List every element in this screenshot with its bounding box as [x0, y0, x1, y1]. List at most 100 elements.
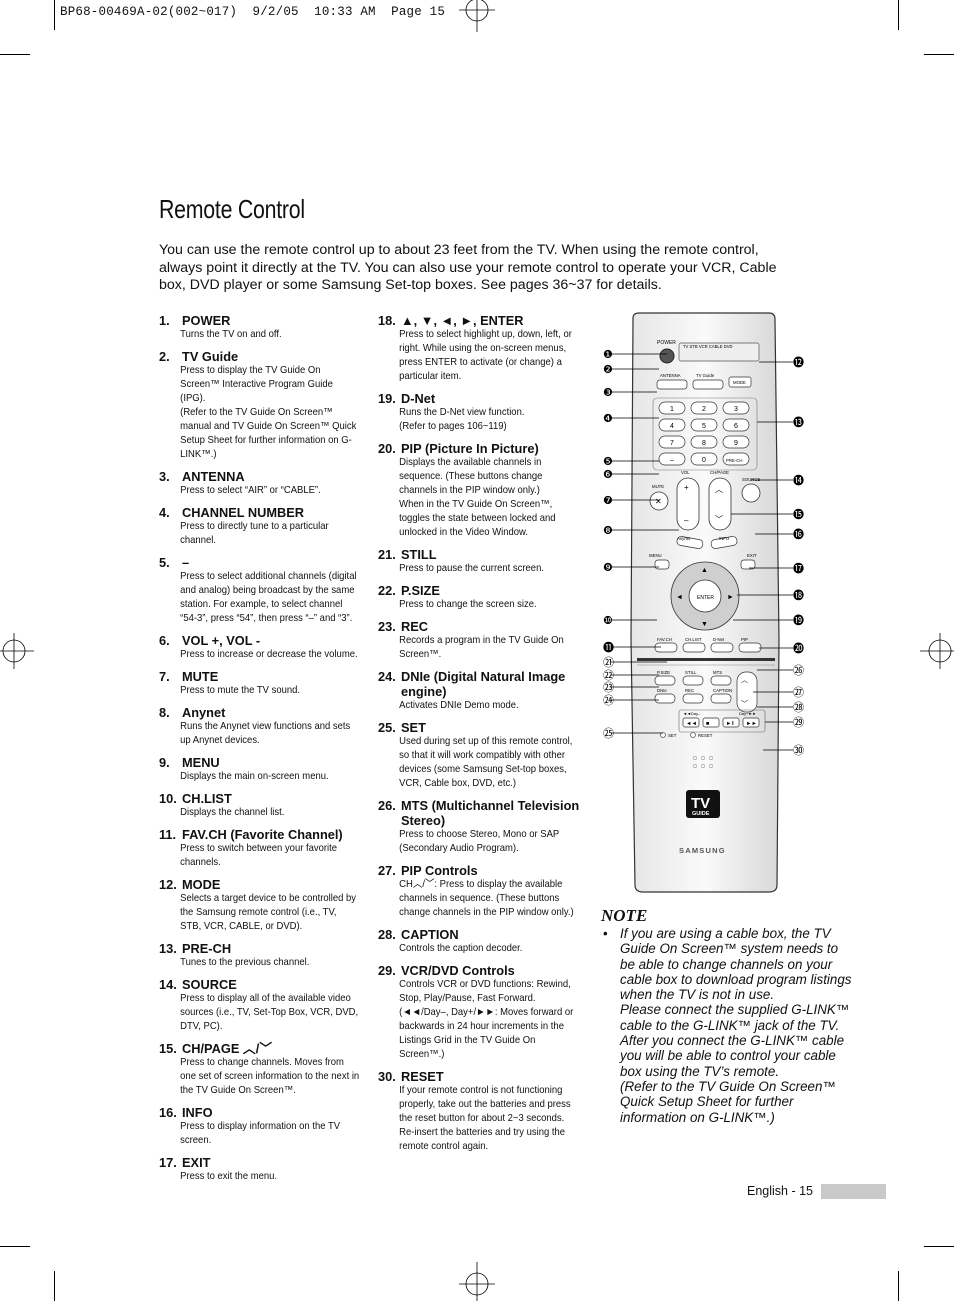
dnie-label: DNIe	[657, 688, 667, 693]
callout-number: ㉒	[603, 669, 614, 682]
item-description: Turns the TV on and off.	[180, 329, 282, 340]
item-title-text: MTS (Multichannel Television Stereo)	[401, 798, 580, 828]
callout-number: ⓲	[793, 589, 804, 602]
item-number: 1.	[159, 313, 170, 328]
item-number: 9.	[159, 755, 170, 770]
item-description: Used during set up of this remote contro…	[399, 736, 573, 789]
transport-icon: ►►	[746, 721, 757, 727]
item-description: CH︿/﹀: Press to display the available ch…	[399, 879, 574, 918]
item-number: 17.	[159, 1155, 177, 1170]
item-number: 29.	[378, 963, 396, 978]
crop-mark	[54, 1271, 55, 1301]
callout-number: ㉙	[793, 716, 804, 729]
item-number: 26.	[378, 798, 396, 813]
item-title-text: FAV.CH (Favorite Channel)	[182, 827, 343, 842]
tvguide-logo	[686, 790, 720, 818]
item-title: 25.SET	[378, 720, 588, 735]
keypad-key-label: 8	[702, 440, 706, 447]
mute-button	[649, 491, 669, 511]
item-description: Activates DNIe Demo mode.	[399, 700, 519, 711]
intro-paragraph: You can use the remote control up to abo…	[159, 242, 777, 294]
callout-number: ⓰	[793, 528, 804, 541]
chlist-button	[682, 642, 706, 653]
caption-button	[710, 693, 732, 704]
keypad-key	[658, 452, 686, 466]
item-title-text: Anynet	[182, 705, 226, 720]
brand-logo: SAMSUNG	[679, 846, 726, 855]
item-number: 10.	[159, 791, 177, 806]
svg-text:▼: ▼	[701, 621, 708, 628]
item-title-text: CH.LIST	[182, 791, 232, 806]
callout-number: ❹	[603, 413, 613, 425]
still-button	[682, 675, 704, 686]
footer-bar	[821, 1184, 886, 1199]
item-title-text: D-Net	[401, 391, 436, 406]
item-number: 19.	[378, 391, 396, 406]
crop-mark	[898, 1271, 899, 1301]
rec-button	[682, 693, 704, 704]
item-title-text: ▲, ▼, ◄, ►, ENTER	[401, 313, 524, 328]
callout-number: ㉔	[603, 694, 614, 707]
item-title: 28. CAPTION	[378, 927, 588, 942]
item-title: 12.MODE	[159, 877, 369, 892]
crop-mark	[924, 54, 954, 55]
keypad-key-label: 2	[702, 406, 706, 413]
callout-number: ⓱	[793, 562, 804, 575]
set-button	[660, 732, 666, 738]
item-title-text: TV Guide	[182, 349, 239, 364]
keypad-key-label: 0	[702, 457, 706, 464]
keypad-key	[722, 401, 750, 415]
item-number: 2.	[159, 349, 170, 364]
item-description: Displays the available channels in seque…	[399, 457, 556, 538]
item-number: 28.	[378, 927, 396, 942]
list-item: 15.CH/PAGE ︿/﹀Press to change channels. …	[159, 1041, 369, 1098]
item-number: 30.	[378, 1069, 396, 1084]
item-title: 22.P.SIZE	[378, 583, 588, 598]
item-number: 4.	[159, 505, 170, 520]
callout-number: ❼	[603, 495, 613, 507]
item-title: 18.▲, ▼, ◄, ►, ENTER	[378, 313, 588, 328]
item-title-text: PIP Controls	[401, 863, 478, 878]
psize-label: P.SIZE	[657, 670, 670, 675]
registration-mark-right	[920, 633, 954, 669]
list-item: 5.–Press to select additional channels (…	[159, 555, 369, 626]
item-number: 23.	[378, 619, 396, 634]
source-label: SOURCE	[742, 477, 761, 482]
transport-panel	[678, 709, 766, 733]
item-description: Press to directly tune to a particular c…	[180, 521, 329, 546]
item-title: 15.CH/PAGE ︿/﹀	[159, 1041, 369, 1056]
dnie-button	[654, 693, 676, 704]
crop-mark	[54, 0, 55, 30]
crop-mark	[0, 1246, 30, 1247]
vol-label: VOL	[681, 470, 690, 475]
item-description: Press to change the screen size.	[399, 599, 537, 610]
transport-button	[702, 717, 720, 728]
item-title: 26. MTS (Multichannel Television Stereo)	[378, 798, 588, 828]
day-plus-label: Day+►►	[739, 711, 756, 716]
mts-label: MTS	[713, 670, 722, 675]
item-title: 9.MENU	[159, 755, 369, 770]
item-description: Press to display the TV Guide On Screen™…	[180, 365, 357, 460]
item-title: 19. D-Net	[378, 391, 588, 406]
callout-number: ⓯	[793, 508, 804, 521]
item-description: Press to select “AIR” or “CABLE”.	[180, 485, 321, 496]
pip-label: PIP	[741, 637, 748, 642]
keypad-key	[722, 418, 750, 432]
keypad-key-label: 7	[670, 440, 674, 447]
item-description: Tunes to the previous channel.	[180, 957, 310, 968]
callout-number: ㉘	[793, 701, 804, 714]
registration-mark-top	[459, 0, 495, 32]
item-title-text: CAPTION	[401, 927, 459, 942]
item-title: 13.PRE-CH	[159, 941, 369, 956]
mode-indicator-strip	[678, 342, 760, 362]
antenna-button	[656, 379, 688, 390]
